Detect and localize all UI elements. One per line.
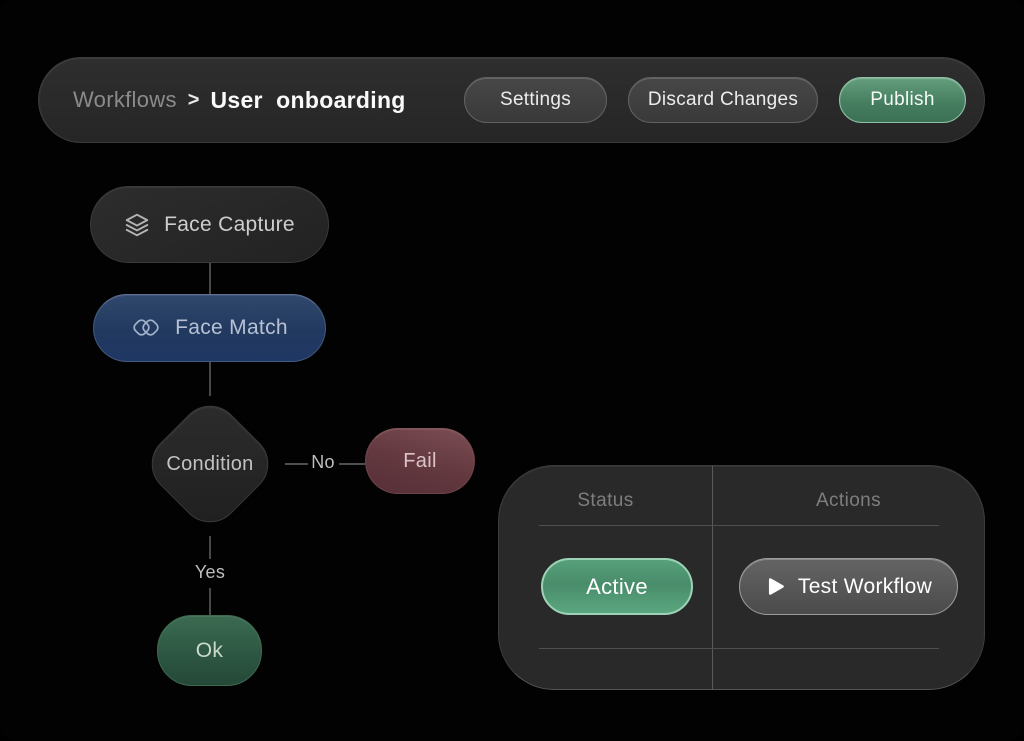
settings-button[interactable]: Settings [464,77,607,123]
test-workflow-label: Test Workflow [797,574,933,598]
publish-button[interactable]: Publish [839,77,966,123]
status-actions-panel: Status Actions Active Test Workflow [498,465,985,690]
condition-node[interactable]: Condition [139,393,281,535]
edge-no-segment-left [285,463,308,465]
edge-match-to-condition [209,362,211,396]
breadcrumb-separator-icon: > [187,88,200,111]
actions-column-header: Actions [815,490,882,511]
edge-yes-segment-top [209,536,211,559]
face-match-label: Face Match [175,316,288,339]
overlap-diamonds-icon [131,316,161,340]
condition-label: Condition [166,452,254,475]
breadcrumb-workflows-link[interactable]: Workflows [73,87,177,112]
discard-changes-button[interactable]: Discard Changes [628,77,818,123]
topbar: Workflows > User onboarding Settings Dis… [38,57,985,143]
edge-yes-segment-bottom [209,588,211,615]
ok-label: Ok [195,638,224,662]
breadcrumb: Workflows > User onboarding [73,87,464,114]
panel-header-divider [539,525,939,526]
topbar-actions: Settings Discard Changes Publish [464,77,966,123]
face-match-node[interactable]: Face Match [93,294,326,362]
test-workflow-button[interactable]: Test Workflow [739,558,958,615]
ok-node[interactable]: Ok [157,615,262,686]
status-active-badge[interactable]: Active [541,558,693,615]
edge-no-label: No [311,452,335,472]
panel-column-divider [712,466,713,689]
fail-label: Fail [403,449,437,472]
edge-capture-to-match [209,263,211,294]
fail-node[interactable]: Fail [365,428,475,494]
panel-row-divider [539,648,939,649]
breadcrumb-current-page: User onboarding [210,86,406,113]
face-capture-label: Face Capture [164,212,295,236]
layers-icon [124,212,150,238]
play-icon [765,576,786,597]
status-column-header: Status [577,490,634,511]
edge-no-segment-right [339,463,365,465]
face-capture-node[interactable]: Face Capture [90,186,329,263]
edge-yes-label: Yes [194,562,226,582]
condition-node-inner: Condition [140,394,280,534]
